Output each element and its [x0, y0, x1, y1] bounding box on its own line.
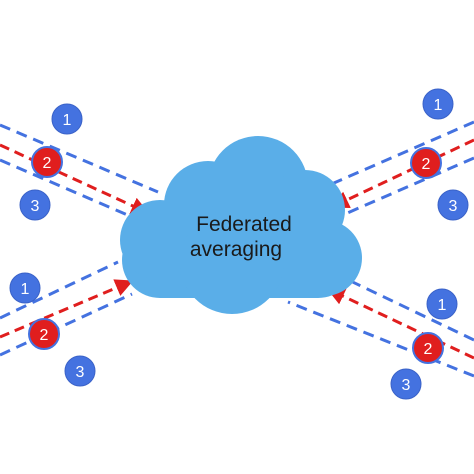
red-dashed-arrows [0, 138, 474, 360]
bl-line-lower [0, 292, 133, 357]
br-node-1-label: 1 [438, 297, 447, 314]
br-line-lower [287, 300, 474, 378]
bl-node-3-label: 3 [76, 364, 85, 381]
bl-line-upper [0, 260, 119, 320]
br-line-upper [337, 273, 474, 342]
tr-node-1-label: 1 [434, 97, 443, 114]
bl-red-arrow [0, 279, 134, 339]
tl-node-1 [51, 103, 83, 135]
tl-node-1-label: 1 [63, 112, 72, 129]
client-bottom-right: 1 2 3 [390, 288, 458, 400]
bl-node-1 [9, 272, 41, 304]
bl-node-3 [64, 355, 96, 387]
bl-node-1-label: 1 [21, 281, 30, 298]
client-bottom-left: 1 2 3 [9, 272, 96, 387]
bl-node-2 [28, 318, 60, 350]
tr-node-2 [410, 147, 442, 179]
tr-line-lower [321, 156, 474, 226]
tl-node-2-label: 2 [43, 155, 52, 172]
tr-node-2-label: 2 [422, 156, 431, 173]
tl-red-arrow [0, 143, 150, 215]
tr-line-upper [319, 120, 474, 191]
tl-node-2 [31, 146, 63, 178]
br-node-3 [390, 368, 422, 400]
client-top-left: 1 2 3 [19, 103, 83, 221]
bl-node-2-label: 2 [40, 327, 49, 344]
tr-red-arrow [330, 138, 474, 209]
client-top-right: 1 2 3 [410, 88, 469, 221]
blue-dashed-lines [0, 120, 474, 378]
cloud-shape [120, 136, 362, 314]
br-node-3-label: 3 [402, 377, 411, 394]
br-node-2-label: 2 [424, 341, 433, 358]
tl-line-upper [0, 123, 159, 194]
tl-node-3 [19, 189, 51, 221]
br-red-arrow [326, 288, 474, 360]
tl-line-lower [0, 158, 147, 225]
cloud-label-line2: averaging [190, 238, 282, 261]
tr-node-3 [437, 189, 469, 221]
tr-node-1 [422, 88, 454, 120]
br-node-2 [412, 332, 444, 364]
cloud-label-line1: Federated [196, 213, 292, 236]
br-node-1 [426, 288, 458, 320]
tr-node-3-label: 3 [449, 198, 458, 215]
tl-node-3-label: 3 [31, 198, 40, 215]
